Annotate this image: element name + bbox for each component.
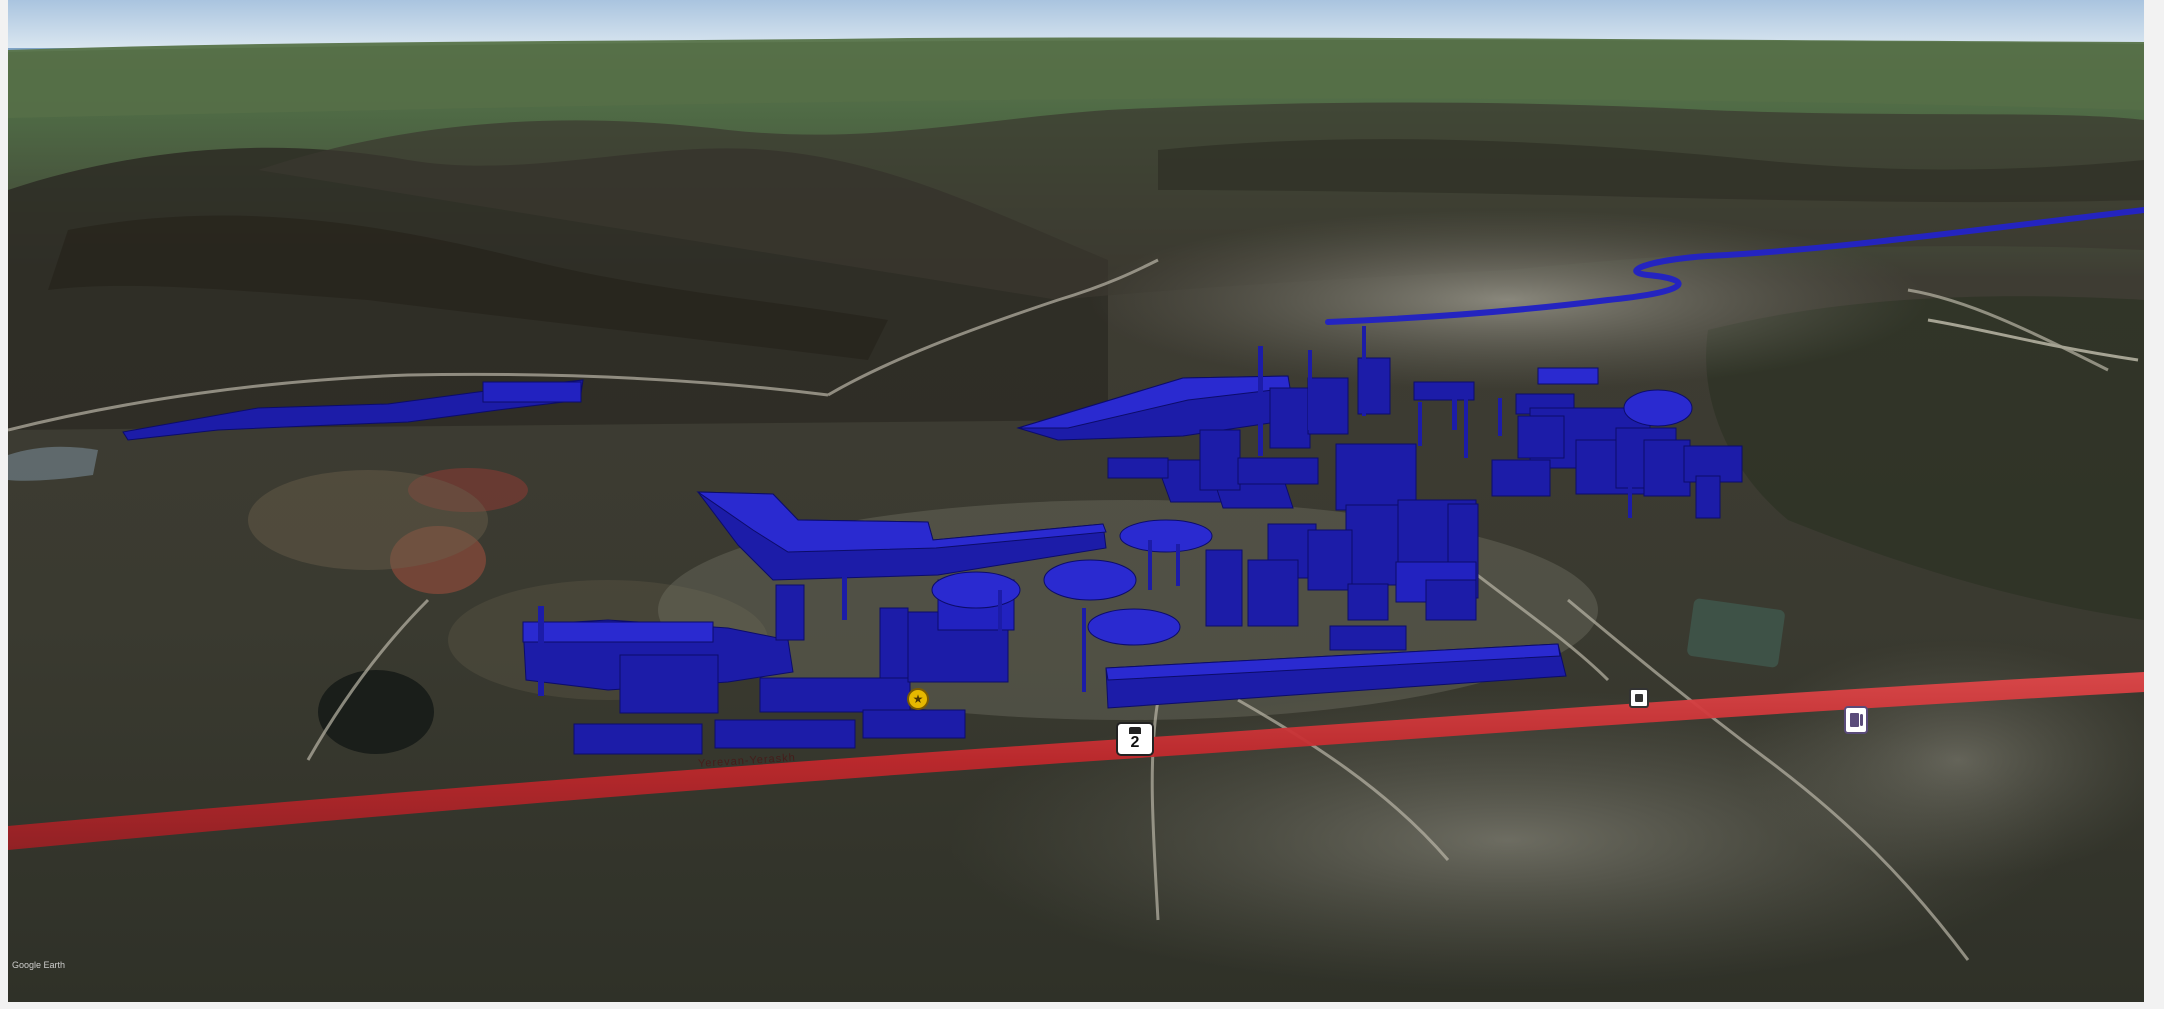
poi-square-icon[interactable]	[1629, 688, 1649, 708]
fuel-station-icon[interactable]	[1844, 706, 1868, 734]
building-sw-top	[522, 621, 714, 643]
urban-area-north	[1088, 210, 1928, 390]
building-main-l-top	[696, 491, 1107, 553]
minor-roads	[8, 258, 2139, 961]
tower-cr-6	[1307, 529, 1353, 591]
tank-2	[1043, 559, 1137, 601]
hillside-right	[1706, 296, 2144, 620]
mountain-shadow-2	[1158, 139, 2144, 203]
tower-north-3	[1307, 377, 1349, 435]
building-hw-block	[1329, 625, 1407, 651]
pond-right	[1687, 598, 1785, 668]
building-center-3	[1107, 457, 1169, 479]
building-south-2	[714, 719, 856, 749]
tank-4	[1087, 608, 1181, 646]
building-east-10	[1695, 475, 1721, 519]
route-shield-icon[interactable]: 2	[1116, 722, 1154, 756]
tower-cr-11	[1425, 579, 1477, 621]
tower-cr-10	[1347, 583, 1389, 621]
building-south-1	[573, 723, 703, 755]
red-soil-2	[390, 526, 486, 594]
tower-cr-7	[1205, 549, 1243, 627]
highway-m2	[8, 672, 2144, 850]
bare-ground-1	[248, 470, 488, 570]
building-east-8	[1491, 459, 1551, 497]
map-attribution: Google Earth	[12, 960, 66, 970]
building-highway-long-top	[1105, 643, 1561, 681]
building-east-1	[1537, 367, 1599, 385]
satellite-terrain-view[interactable]	[8, 0, 2144, 1002]
pond-left	[318, 670, 434, 754]
distant-farmland	[8, 40, 2144, 118]
tank-1	[931, 571, 1021, 609]
map-viewport[interactable]: 2 ★ Yerevan-Yeraskh Google Earth	[8, 0, 2144, 1002]
chimneys	[538, 326, 1632, 696]
tower-cr-1	[1335, 443, 1417, 511]
building-east-7	[1643, 439, 1691, 497]
building-south-3	[759, 677, 911, 713]
pond-far-left	[8, 446, 98, 481]
building-far-left-block	[482, 381, 582, 403]
tower-north-2	[1269, 387, 1311, 449]
tower-cr-8	[1247, 559, 1299, 627]
red-soil-1	[408, 468, 528, 512]
mountain-shadow-1	[48, 215, 888, 360]
tower-2	[879, 607, 909, 679]
tank-east	[1623, 389, 1693, 427]
river	[1325, 207, 2144, 325]
route-shield-number: 2	[1130, 734, 1140, 751]
building-south-4	[862, 709, 966, 739]
tower-1	[775, 584, 805, 641]
place-star-icon[interactable]: ★	[907, 688, 929, 710]
building-east-4	[1517, 415, 1565, 459]
building-sw-tall	[619, 654, 719, 714]
tower-north-1	[1199, 429, 1241, 491]
tank-3	[1119, 519, 1213, 553]
building-east-11	[1413, 381, 1475, 401]
building-north-mid	[1237, 457, 1319, 485]
industrial-buildings	[122, 326, 1743, 755]
